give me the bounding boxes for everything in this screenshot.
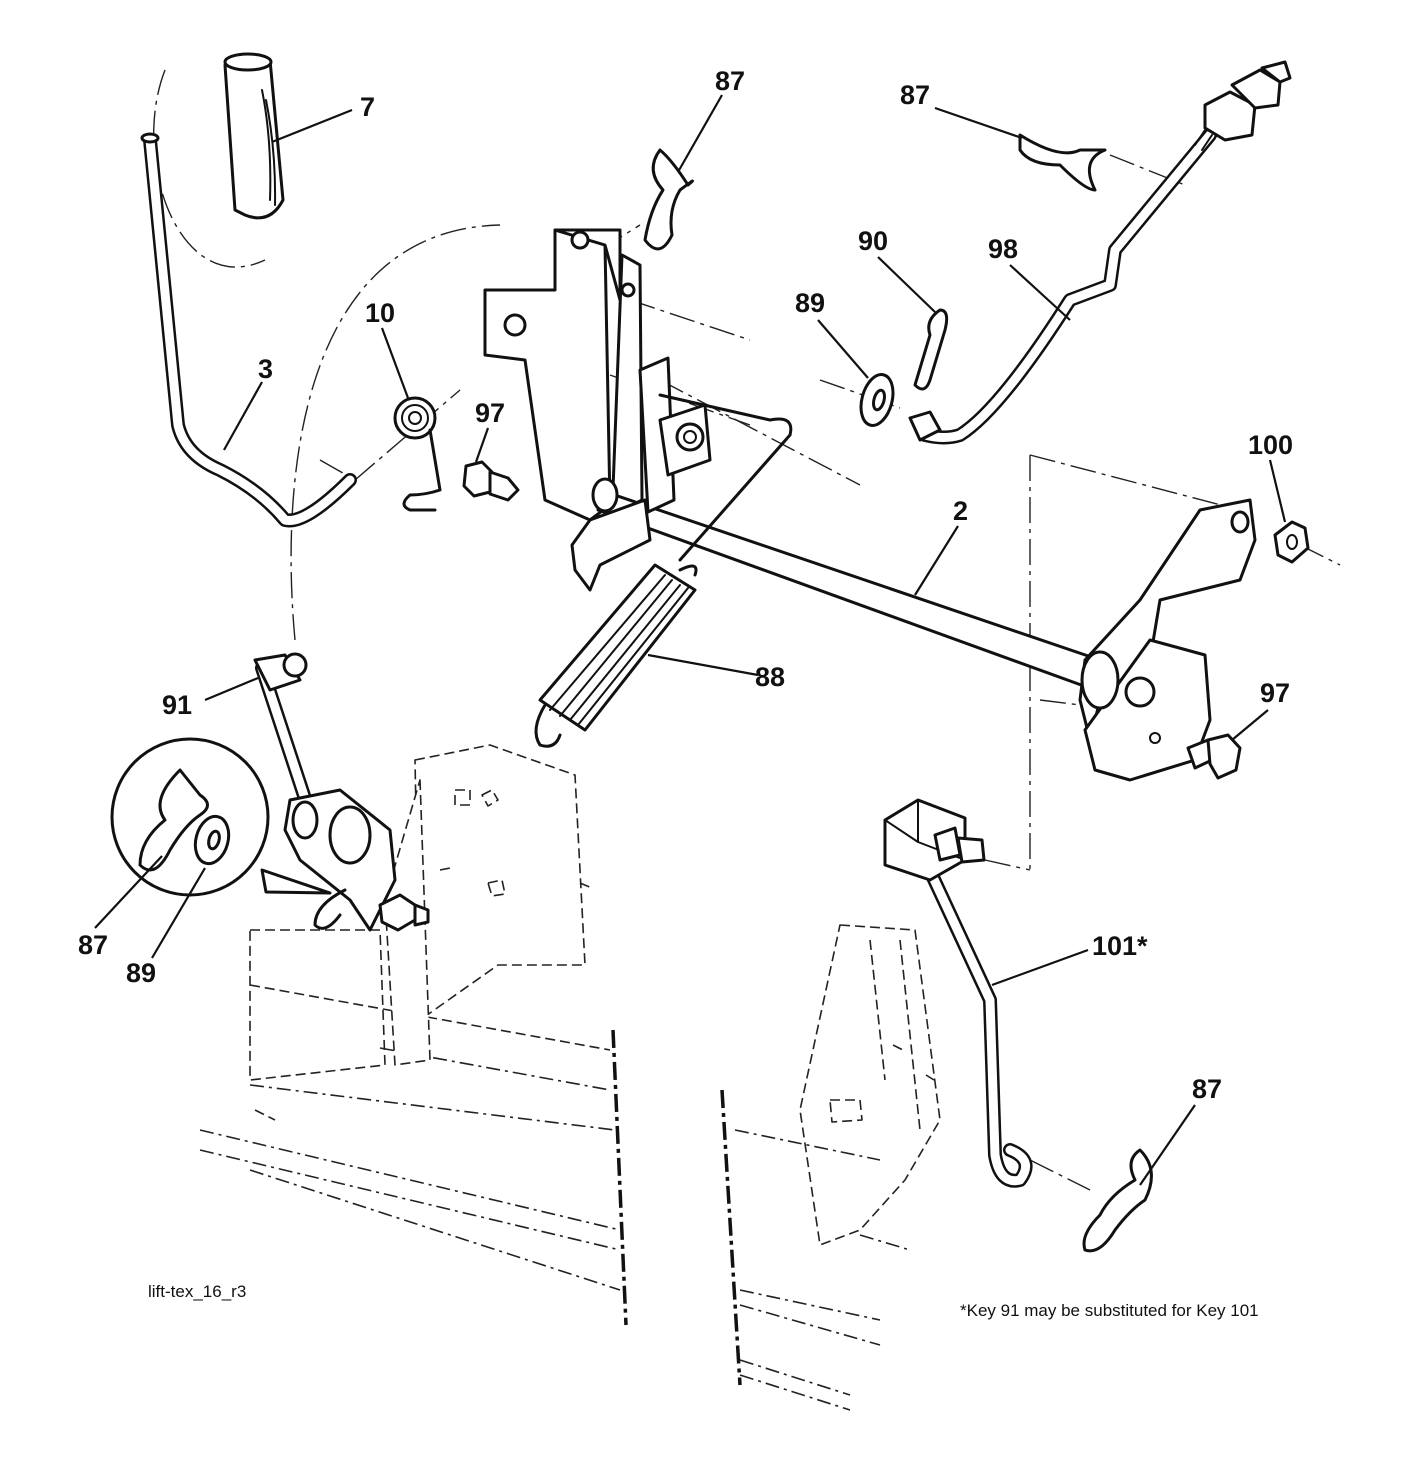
callout-part-87-inset: 87	[78, 930, 108, 960]
callout-part-90: 90	[858, 226, 888, 256]
hairpin-clip-part-87-bottom	[1082, 1148, 1153, 1253]
left-mounting-bracket	[483, 228, 644, 522]
callout-leader-lines	[94, 94, 1287, 1186]
shoulder-bolt-part-97-right	[1186, 733, 1242, 780]
callout-part-89-inset: 89	[126, 958, 156, 988]
lift-handle-rod-part-3	[140, 132, 357, 528]
hex-nut-part-100	[1273, 520, 1310, 564]
callout-labels: 7 87 87 3 10 97 90 89 98 100 2 88 97 91 …	[78, 66, 1293, 1104]
callout-part-7: 7	[360, 92, 375, 122]
footnote-text: *Key 91 may be substituted for Key 101	[960, 1301, 1259, 1320]
callout-part-88: 88	[755, 662, 785, 692]
hairpin-clip-part-87-top-left	[643, 148, 694, 251]
callout-part-101: 101*	[1092, 931, 1148, 961]
callout-part-2: 2	[953, 496, 968, 526]
callout-part-91: 91	[162, 690, 192, 720]
callout-part-10: 10	[365, 298, 395, 328]
callout-part-3: 3	[258, 354, 273, 384]
hairpin-clip-part-87-top-right	[1018, 133, 1107, 192]
frame-ghost-outline-right	[720, 924, 941, 1411]
detail-inset-circle	[110, 737, 332, 897]
extension-spring-part-88	[534, 563, 698, 748]
adjustment-link-part-101	[883, 798, 1033, 1188]
callout-part-87-top-right: 87	[900, 80, 930, 110]
flat-washer-part-89-top	[859, 373, 895, 427]
callout-part-87-top-left: 87	[715, 66, 745, 96]
callout-part-98: 98	[988, 234, 1018, 264]
callout-part-89-top: 89	[795, 288, 825, 318]
diagram-id-label: lift-tex_16_r3	[148, 1282, 246, 1301]
right-lift-arm-bracket	[1078, 498, 1257, 782]
adjustment-link-part-91	[253, 652, 430, 932]
lift-shaft-part-2	[570, 356, 1102, 692]
callout-part-100: 100	[1248, 430, 1293, 460]
callout-part-87-bottom: 87	[1192, 1074, 1222, 1104]
torsion-spring-part-10	[393, 396, 442, 512]
callout-part-97-right: 97	[1260, 678, 1290, 708]
handle-grip-part-7	[223, 52, 285, 220]
callout-part-97-left: 97	[475, 398, 505, 428]
shoulder-bolt-part-97-left	[462, 460, 520, 502]
cotter-pin-part-90	[913, 308, 949, 391]
